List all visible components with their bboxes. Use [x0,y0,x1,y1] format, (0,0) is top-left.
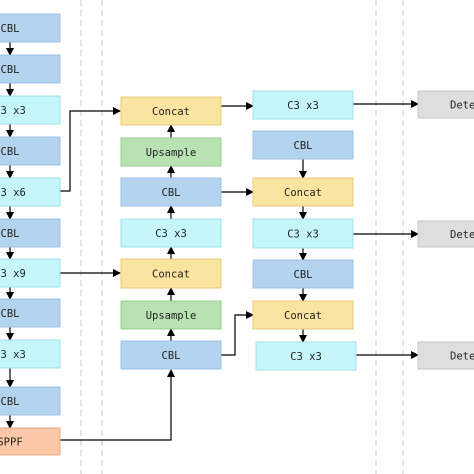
head-block-1-label: CBL [294,140,313,152]
head-block-0-label: C3 x3 [287,100,319,112]
backbone-block-c3-x3-2: C3 x3 [0,95,61,125]
head-block-c3-x3-3: C3 x3 [252,218,354,249]
neck-block-c3-x3-3: C3 x3 [120,218,222,248]
neck-block-5-box [120,300,222,330]
detect-block-2-box [417,341,474,370]
connections [6,42,419,441]
backbone-block-4-label: C3 x6 [0,187,26,199]
backbone-block-cbl-7: CBL [0,298,61,328]
backbone-block-1-label: CBL [1,64,20,76]
neck-block-concat-0: Concat [120,96,222,126]
neck-block-concat-4: Concat [120,258,222,289]
backbone-block-cbl-9: CBL [0,386,61,416]
backbone-block-9-label: CBL [1,396,20,408]
backbone-block-cbl-0: CBL [0,13,61,43]
backbone-block-2-box [0,95,61,125]
neck-block-2-box [120,177,222,207]
edge-sppf-to-neck-cbl [60,369,175,441]
neck-block-1-label: Upsample [146,147,197,159]
backbone-block-cbl-5: CBL [0,218,61,248]
backbone-block-c3-x6-4: C3 x6 [0,177,61,207]
backbone-block-8-label: C3 x3 [0,349,26,361]
neck-block-4-label: Concat [152,269,190,281]
head-block-2-label: Concat [284,187,322,199]
neck-block-3-box [120,218,222,248]
detect-block-0-box [417,90,474,119]
neck-block-upsample-1: Upsample [120,137,222,167]
backbone-block-4-box [0,177,61,207]
detect-block-dete-1: Dete [417,220,474,248]
edge-c3x6-to-concat-top [60,107,121,192]
backbone-block-5-label: CBL [1,228,20,240]
backbone-block-c3-x9-6: C3 x9 [0,258,61,288]
backbone-block-cbl-1: CBL [0,54,61,84]
neck-block-1-box [120,137,222,167]
backbone-block-0-box [0,13,61,43]
head-block-c3-x3-0: C3 x3 [252,90,354,120]
head-block-3-box [252,218,354,249]
neck-block-3-label: C3 x3 [155,228,187,240]
head-block-5-box [252,300,354,330]
head-block-5-label: Concat [284,310,322,322]
backbone-block-7-box [0,298,61,328]
neck-block-cbl-6: CBL [120,340,222,370]
backbone-block-7-label: CBL [1,308,20,320]
neck-block-0-box [120,96,222,126]
backbone-block-1-box [0,54,61,84]
head-block-cbl-4: CBL [252,259,354,289]
neck-block-upsample-5: Upsample [120,300,222,330]
backbone-block-2-label: C3 x3 [0,105,26,117]
neck-block-0-label: Concat [152,106,190,118]
head-block-6-box [255,341,357,371]
head-block-concat-2: Concat [252,177,354,207]
detect-block-2-label: Dete [450,351,474,363]
neck-block-4-box [120,258,222,289]
neck-block-6-label: CBL [162,350,181,362]
head-block-6-label: C3 x3 [290,351,322,363]
edge-neck-cbl-bottom-to-head-concat [221,311,254,356]
section-separators [80,0,404,474]
neck-block-cbl-2: CBL [120,177,222,207]
detect-block-1-label: Dete [450,229,474,241]
backbone-block-6-label: C3 x9 [0,268,26,280]
detect-block-dete-0: Dete [417,90,474,119]
backbone-block-8-box [0,339,61,369]
head-block-0-box [252,90,354,120]
backbone-block-10-label: SPPF [0,437,23,449]
backbone-block-sppf-10: SPPF [0,427,61,456]
detect-block-1-box [417,220,474,248]
detect-block-0-label: Dete [450,100,474,112]
neck-block-6-box [120,340,222,370]
backbone-block-3-box [0,136,61,166]
detect-block-dete-2: Dete [417,341,474,370]
backbone-block-0-label: CBL [1,23,20,35]
backbone-block-9-box [0,386,61,416]
head-block-2-box [252,177,354,207]
head-block-3-label: C3 x3 [287,229,319,241]
backbone-block-c3-x3-8: C3 x3 [0,339,61,369]
head-block-1-box [252,130,354,160]
head-block-4-label: CBL [294,269,313,281]
blocks: CBL CBL C3 x3 CBL C3 x6 CBL C3 x9 CBL C3 x3 CBL SP… [0,13,474,456]
head-block-c3-x3-6: C3 x3 [255,341,357,371]
backbone-block-5-box [0,218,61,248]
backbone-block-10-box [0,427,61,456]
head-block-cbl-1: CBL [252,130,354,160]
head-block-concat-5: Concat [252,300,354,330]
head-block-4-box [252,259,354,289]
backbone-block-cbl-3: CBL [0,136,61,166]
backbone-block-6-box [0,258,61,288]
neck-block-2-label: CBL [162,187,181,199]
backbone-block-3-label: CBL [1,146,20,158]
neck-block-5-label: Upsample [146,310,197,322]
